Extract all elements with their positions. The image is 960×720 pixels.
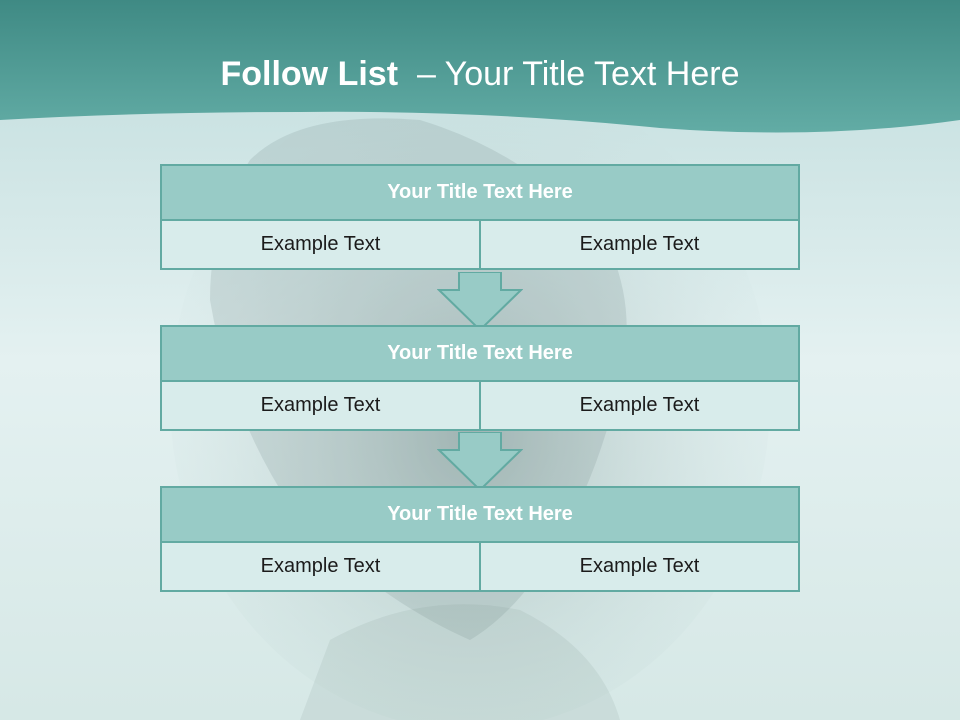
- block-row: Example Text Example Text: [160, 543, 800, 592]
- title-bold: Follow List: [220, 55, 399, 93]
- block-header: Your Title Text Here: [160, 164, 800, 221]
- down-arrow-1: [437, 272, 523, 332]
- block-row: Example Text Example Text: [160, 221, 800, 270]
- slide-title: Follow List – Your Title Text Here: [0, 55, 960, 94]
- block-cell-left: Example Text: [160, 382, 481, 431]
- block-header: Your Title Text Here: [160, 325, 800, 382]
- block-cell-right: Example Text: [481, 382, 800, 431]
- down-arrow-2: [437, 432, 523, 492]
- block-cell-left: Example Text: [160, 543, 481, 592]
- list-block-1: Your Title Text Here Example Text Exampl…: [160, 164, 800, 270]
- list-block-2: Your Title Text Here Example Text Exampl…: [160, 325, 800, 431]
- title-rest: – Your Title Text Here: [416, 55, 740, 93]
- block-header: Your Title Text Here: [160, 486, 800, 543]
- list-block-3: Your Title Text Here Example Text Exampl…: [160, 486, 800, 592]
- block-cell-left: Example Text: [160, 221, 481, 270]
- block-cell-right: Example Text: [481, 221, 800, 270]
- block-cell-right: Example Text: [481, 543, 800, 592]
- block-row: Example Text Example Text: [160, 382, 800, 431]
